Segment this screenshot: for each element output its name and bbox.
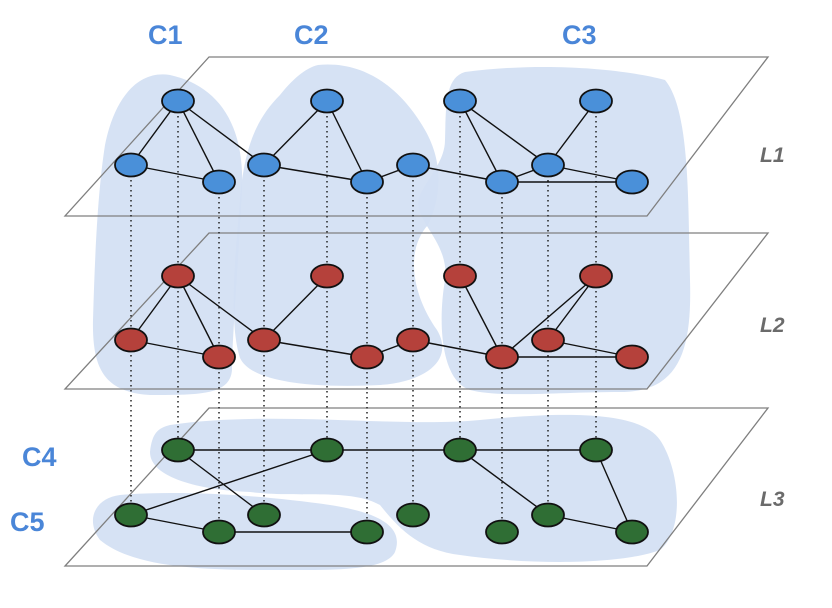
- edge-l3-b-f: [130, 449, 328, 516]
- community-region-c2: [233, 64, 443, 386]
- community-label-c1: C1: [148, 20, 183, 50]
- layer-planes: [63, 56, 770, 567]
- node-l1-a: [161, 88, 195, 114]
- node-l1-c: [202, 169, 236, 195]
- node-l3-j: [579, 437, 613, 463]
- node-l2-j: [579, 263, 613, 289]
- node-l3-a: [161, 437, 195, 463]
- node-l3-i: [443, 437, 477, 463]
- node-l1-g: [350, 169, 384, 195]
- interlayer-links: [130, 111, 597, 522]
- community-label-c2: C2: [294, 20, 329, 50]
- edge-l3-j-m: [595, 449, 633, 533]
- node-l2-l: [485, 344, 519, 370]
- node-l2-i: [443, 263, 477, 289]
- layer-plane-l1: [63, 56, 770, 217]
- edge-l3-a-e: [177, 449, 265, 516]
- edge-l1-a-c: [177, 100, 220, 183]
- edge-l1-e-f: [263, 100, 328, 166]
- community-label-c5: C5: [10, 507, 45, 537]
- node-l2-b: [114, 327, 148, 353]
- community-label-c4: C4: [22, 442, 57, 472]
- node-l2-f: [310, 263, 344, 289]
- node-l3-g: [350, 519, 384, 545]
- edge-l1-i-k: [459, 100, 549, 166]
- node-l3-m: [615, 519, 649, 545]
- labels: C1 C2 C3 C4 C5 L1 L2 L3: [10, 20, 785, 537]
- node-l2-m: [615, 344, 649, 370]
- node-l3-l: [485, 519, 519, 545]
- edge-l1-i-l: [459, 100, 503, 183]
- edge-l2-j-l: [501, 275, 597, 358]
- community-regions: [92, 64, 691, 571]
- edge-l3-i-k: [459, 449, 549, 516]
- edge-l2-i-l: [459, 275, 503, 358]
- node-l3-f: [310, 437, 344, 463]
- node-l3-b: [114, 502, 148, 528]
- edge-l1-e-g: [263, 164, 368, 183]
- community-region-c3: [418, 66, 691, 395]
- node-l1-k: [531, 152, 565, 178]
- edge-l2-e-f: [263, 275, 328, 341]
- node-l1-h: [396, 152, 430, 178]
- layer-plane-l2: [63, 232, 770, 390]
- node-l3-k: [531, 502, 565, 528]
- community-label-c3: C3: [562, 20, 597, 50]
- edge-l1-a-e: [177, 100, 265, 166]
- node-l2-k: [531, 327, 565, 353]
- node-l2-e: [247, 327, 281, 353]
- network-nodes: [114, 88, 649, 545]
- node-l2-h: [396, 327, 430, 353]
- node-l3-c: [202, 519, 236, 545]
- node-l2-g: [350, 344, 384, 370]
- node-l1-e: [247, 152, 281, 178]
- edge-l1-f-g: [326, 100, 368, 183]
- edge-l2-e-g: [263, 339, 368, 358]
- edge-l2-a-e: [177, 275, 265, 341]
- layer-plane-l3: [63, 407, 770, 567]
- layer-label-l3: L3: [760, 488, 785, 511]
- node-l1-f: [310, 88, 344, 114]
- node-l1-m: [615, 169, 649, 195]
- node-l1-j: [579, 88, 613, 114]
- node-l1-b: [114, 152, 148, 178]
- edge-l2-a-c: [177, 275, 220, 358]
- node-l1-l: [485, 169, 519, 195]
- node-l3-h: [396, 502, 430, 528]
- node-l3-e: [247, 502, 281, 528]
- layer-label-l2: L2: [760, 314, 785, 337]
- node-l2-c: [202, 344, 236, 370]
- layer-label-l1: L1: [760, 144, 785, 167]
- node-l1-i: [443, 88, 477, 114]
- node-l2-a: [161, 263, 195, 289]
